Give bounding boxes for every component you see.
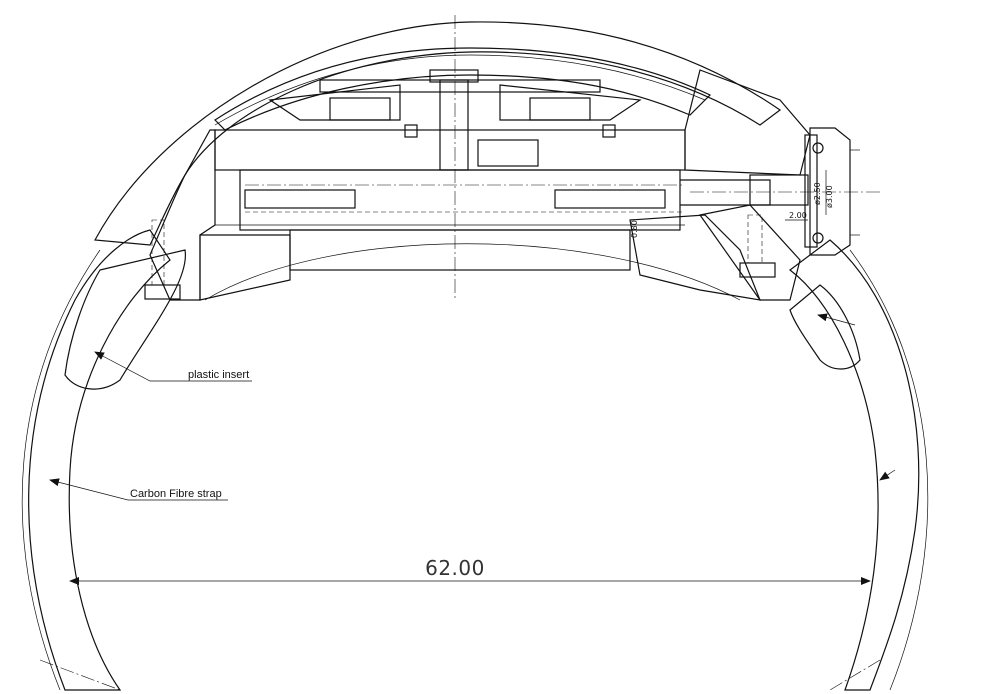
len-2-00-label: 2.00 xyxy=(789,211,807,220)
strap-centerline-right xyxy=(829,659,881,691)
case-bezel xyxy=(94,21,782,246)
movement xyxy=(214,69,880,271)
carbon-fibre-strap xyxy=(21,229,929,691)
right-insert-arrow xyxy=(817,313,856,326)
right-strap-arrow xyxy=(879,469,896,481)
label-carbon-fibre-strap: Carbon Fibre strap xyxy=(130,488,222,500)
plastic-insert-left xyxy=(64,249,186,390)
thk-0-80-label: 0.80 xyxy=(630,220,639,238)
dimension-62: 62.00 xyxy=(69,556,871,585)
strap-centerline-left xyxy=(39,659,121,691)
plastic-insert-right xyxy=(789,284,861,370)
dimension-62-label: 62.00 xyxy=(425,556,485,580)
dia-3-00-label: ø3.00 xyxy=(825,185,834,208)
strap-screw-left xyxy=(144,219,181,300)
leader-plastic-insert: plastic insert xyxy=(94,351,252,382)
dia-2-50-label: ø2.50 xyxy=(813,182,822,205)
case-left xyxy=(149,129,291,301)
crown xyxy=(804,127,860,256)
strap-screw-right xyxy=(739,214,776,278)
label-plastic-insert: plastic insert xyxy=(188,369,249,381)
crown-dimensions: ø2.50 ø3.00 2.00 0.80 xyxy=(630,170,834,238)
case-right xyxy=(629,69,811,301)
leader-carbon-fibre-strap: Carbon Fibre strap xyxy=(49,478,228,501)
case-back xyxy=(204,243,741,301)
